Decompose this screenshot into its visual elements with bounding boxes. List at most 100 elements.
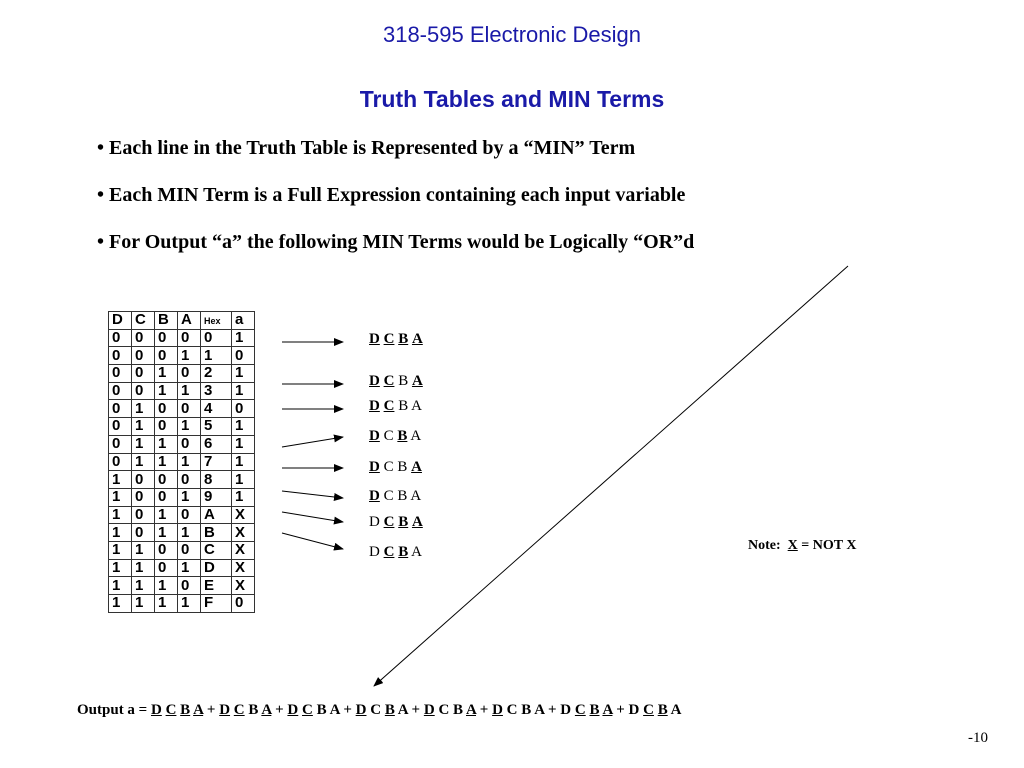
output-variable: B (521, 702, 532, 718)
minterm-variable: D (369, 398, 380, 414)
minterm-variable: D (369, 514, 380, 530)
minterm-variable: A (411, 331, 423, 347)
output-variable: A (534, 702, 545, 718)
or-operator: + (479, 702, 489, 718)
minterm-variable: B (397, 428, 408, 444)
minterm-variable: A (410, 488, 422, 504)
output-label: Output a = (77, 702, 148, 718)
minterm: D C B A (369, 488, 421, 504)
big-arrow (373, 265, 849, 687)
output-variable: A (193, 702, 204, 718)
or-operator: + (411, 702, 421, 718)
table-cell: 0 (231, 594, 255, 613)
minterm-variable: C (383, 398, 395, 414)
minterm-variable: B (397, 459, 408, 475)
output-variable: D (423, 702, 435, 718)
output-variable: D (219, 702, 231, 718)
minterm-variable: B (398, 514, 409, 530)
minterm-variable: A (411, 459, 422, 475)
bullet-list: • Each line in the Truth Table is Repres… (97, 134, 694, 275)
output-variable: C (506, 702, 518, 718)
or-operator: + (343, 702, 352, 718)
minterm-variable: A (411, 373, 423, 389)
output-variable: B (657, 702, 668, 718)
output-variable: A (602, 702, 613, 718)
output-variable: C (165, 702, 177, 718)
minterm-variable: B (397, 488, 408, 504)
minterm-variable: C (383, 544, 395, 560)
minterm-arrow (281, 434, 344, 448)
bullet-item: • For Output “a” the following MIN Terms… (97, 231, 695, 253)
output-variable: A (670, 702, 682, 718)
output-variable: B (248, 702, 259, 718)
output-variable: C (438, 702, 450, 718)
output-variable: D (355, 702, 367, 718)
minterm-variable: B (398, 373, 409, 389)
course-header: 318-595 Electronic Design (382, 22, 642, 47)
output-variable: C (233, 702, 245, 718)
output-variable: D (628, 702, 640, 718)
minterm-arrow (281, 490, 344, 501)
minterm-variable: D (369, 331, 380, 347)
minterm-variable: C (383, 459, 394, 475)
minterm-variable: D (369, 428, 380, 444)
minterm-variable: B (398, 331, 409, 347)
note-suffix: = NOT X (801, 538, 857, 553)
minterm-variable: D (369, 459, 380, 475)
bullet-item: • Each MIN Term is a Full Expression con… (97, 184, 686, 206)
minterm-variable: B (398, 544, 409, 560)
minterm: D C B A (369, 331, 423, 347)
minterm: D C B A (369, 544, 422, 560)
minterm-variable: A (410, 428, 422, 444)
page-number: -10 (968, 730, 988, 746)
output-variable: D (560, 702, 572, 718)
minterm: D C B A (369, 459, 422, 475)
output-variable: C (643, 702, 654, 718)
minterm-variable: C (383, 488, 394, 504)
or-operator: + (206, 702, 216, 718)
minterm-variable: B (398, 398, 409, 414)
minterm-arrow (281, 511, 344, 525)
table-cell: 1 (231, 364, 255, 383)
output-variable: B (316, 702, 327, 718)
output-variable: B (453, 702, 464, 718)
note-symbol: X (787, 538, 798, 553)
or-operator: + (547, 702, 557, 718)
output-variable: A (261, 702, 272, 718)
output-variable: A (397, 702, 408, 718)
note: Note: X = NOT X (748, 538, 856, 554)
output-variable: C (302, 702, 313, 718)
or-operator: + (275, 702, 284, 718)
minterm: D C B A (369, 398, 422, 414)
output-variable: C (574, 702, 586, 718)
minterm-variable: C (383, 428, 394, 444)
output-variable: A (329, 702, 340, 718)
bullet-item: • Each line in the Truth Table is Repres… (97, 137, 636, 159)
minterm-variable: A (411, 514, 423, 530)
output-variable: D (287, 702, 299, 718)
table-cell: 1 (131, 594, 155, 613)
output-variable: D (150, 702, 162, 718)
minterm-arrow (281, 532, 344, 551)
output-variable: B (180, 702, 191, 718)
output-variable: D (492, 702, 503, 718)
minterm: D C B A (369, 428, 421, 444)
output-variable: C (370, 702, 382, 718)
minterm-variable: C (383, 514, 395, 530)
